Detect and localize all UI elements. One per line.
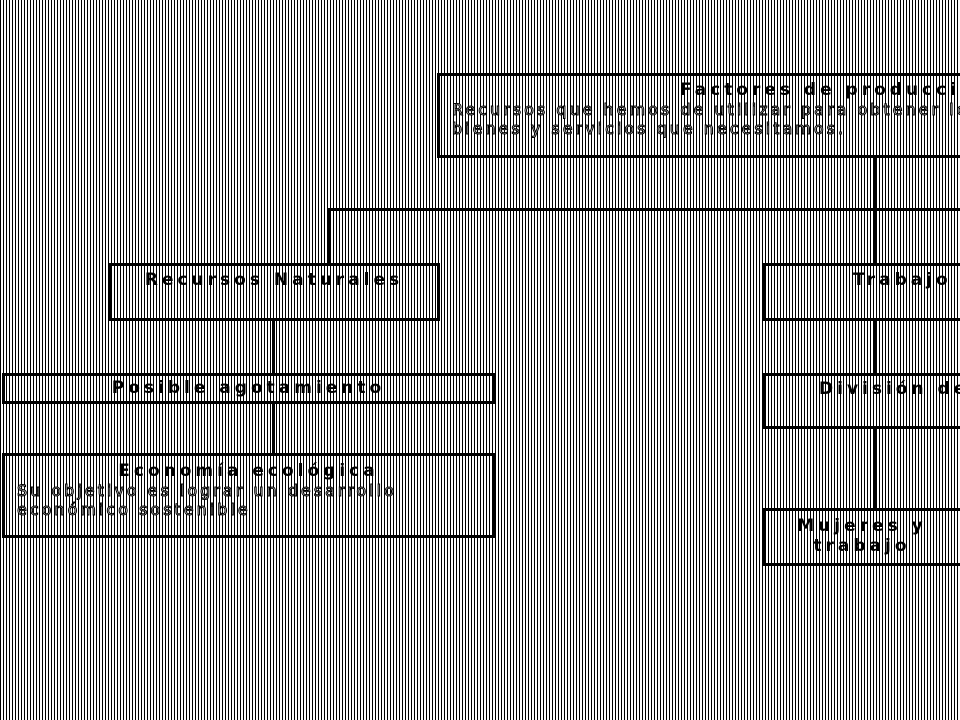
node-economia-ecologica-title: Economía ecológica [118,461,379,481]
connector-natural-to-depletion [272,320,275,375]
node-mujeres-trabajo-title: Mujeres y trabajo [797,516,927,556]
node-factores-produccion: Factores de producción Recursos que hemo… [437,73,960,158]
node-posible-agotamiento: Posible agotamiento [2,373,495,404]
connector-division-to-women [873,428,876,510]
connector-horizontal-branch [328,208,960,211]
node-trabajo-title: Trabajo [853,270,952,290]
connector-to-natural-resources [328,208,331,265]
connector-labor-to-division [873,320,876,375]
connector-depletion-to-ecology [272,403,275,455]
node-division-trabajo-title: División del trabajo [819,379,960,399]
node-factores-produccion-title: Factores de producción [680,80,960,100]
node-division-trabajo: División del trabajo [762,373,960,429]
node-recursos-naturales-title: Recursos Naturales [144,270,404,290]
node-recursos-naturales: Recursos Naturales [108,263,440,321]
node-factores-produccion-description: Recursos que hemos de utilizar para obte… [452,100,960,139]
node-economia-ecologica-description: Su objetivo es lograr un desarrollo econ… [17,481,397,520]
connector-root-down [873,157,876,209]
node-trabajo: Trabajo [762,263,960,321]
node-posible-agotamiento-title: Posible agotamiento [111,378,386,398]
node-mujeres-trabajo: Mujeres y trabajo [762,508,960,566]
connector-to-labor [873,208,876,265]
node-economia-ecologica: Economía ecológica Su objetivo es lograr… [2,453,495,538]
